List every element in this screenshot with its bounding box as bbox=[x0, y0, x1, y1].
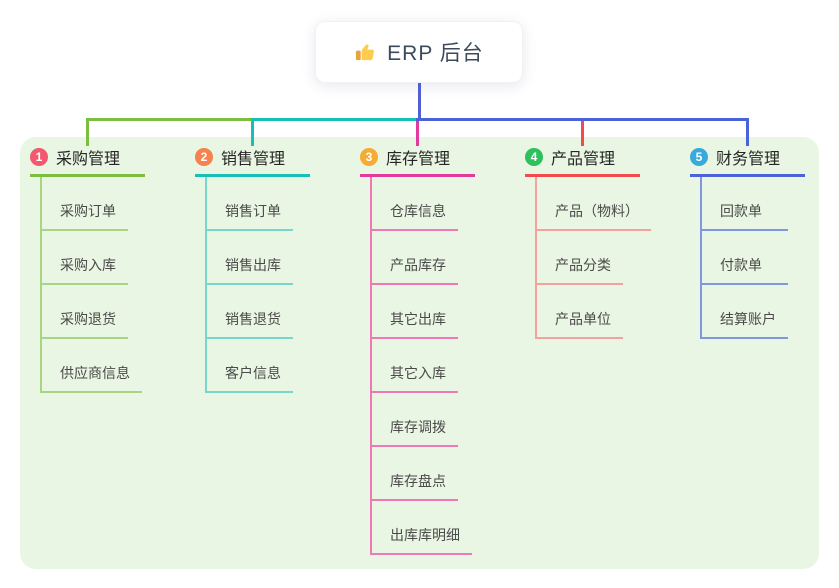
branch-purchase-label: 采购管理 bbox=[56, 151, 121, 168]
child-node-label: 采购退货 bbox=[60, 311, 116, 327]
branch-purchase-header[interactable]: 1 采购管理 bbox=[30, 146, 145, 177]
child-node-label: 库存盘点 bbox=[390, 473, 446, 489]
branch-sales: 2 销售管理 销售订单 销售出库 销售退货 客户信息 bbox=[195, 146, 310, 393]
child-node[interactable]: 其它入库 bbox=[372, 339, 458, 393]
root-node-erp[interactable]: ERP 后台 bbox=[315, 21, 523, 83]
child-node[interactable]: 产品（物料） bbox=[537, 177, 651, 231]
branch-purchase-badge: 1 bbox=[30, 148, 48, 166]
child-node[interactable]: 采购退货 bbox=[42, 285, 128, 339]
branch-purchase: 1 采购管理 采购订单 采购入库 采购退货 供应商信息 bbox=[30, 146, 145, 393]
branch-inventory-children: 仓库信息 产品库存 其它出库 其它入库 库存调拨 库存盘点 出库库明细 bbox=[370, 177, 472, 555]
child-node[interactable]: 结算账户 bbox=[702, 285, 788, 339]
child-node[interactable]: 其它出库 bbox=[372, 285, 458, 339]
branch-purchase-children: 采购订单 采购入库 采购退货 供应商信息 bbox=[40, 177, 142, 393]
child-node-label: 其它入库 bbox=[390, 365, 446, 381]
child-node[interactable]: 采购入库 bbox=[42, 231, 128, 285]
child-node[interactable]: 付款单 bbox=[702, 231, 788, 285]
mindmap-canvas bbox=[20, 137, 819, 569]
child-node[interactable]: 仓库信息 bbox=[372, 177, 458, 231]
branch-inventory: 3 库存管理 仓库信息 产品库存 其它出库 其它入库 库存调拨 库存盘点 出库库… bbox=[360, 146, 475, 555]
child-node-label: 销售退货 bbox=[225, 311, 281, 327]
child-node-label: 付款单 bbox=[720, 257, 762, 273]
connector-horizontal-purchase bbox=[86, 118, 254, 121]
child-node-label: 客户信息 bbox=[225, 365, 281, 381]
child-node-label: 供应商信息 bbox=[60, 365, 130, 381]
child-node-label: 产品分类 bbox=[555, 257, 611, 273]
branch-sales-header[interactable]: 2 销售管理 bbox=[195, 146, 310, 177]
child-node[interactable]: 采购订单 bbox=[42, 177, 128, 231]
child-node[interactable]: 供应商信息 bbox=[42, 339, 142, 393]
branch-sales-children: 销售订单 销售出库 销售退货 客户信息 bbox=[205, 177, 293, 393]
branch-finance-children: 回款单 付款单 结算账户 bbox=[700, 177, 788, 339]
branch-inventory-header[interactable]: 3 库存管理 bbox=[360, 146, 475, 177]
child-node-label: 产品库存 bbox=[390, 257, 446, 273]
branch-finance-header[interactable]: 5 财务管理 bbox=[690, 146, 805, 177]
child-node-label: 采购订单 bbox=[60, 203, 116, 219]
connector-horizontal-sales bbox=[251, 118, 419, 121]
branch-product-badge: 4 bbox=[525, 148, 543, 166]
child-node[interactable]: 回款单 bbox=[702, 177, 788, 231]
branch-finance: 5 财务管理 回款单 付款单 结算账户 bbox=[690, 146, 805, 339]
child-node-label: 仓库信息 bbox=[390, 203, 446, 219]
connector-drop-inventory bbox=[416, 121, 419, 146]
child-node[interactable]: 产品单位 bbox=[537, 285, 623, 339]
branch-product-header[interactable]: 4 产品管理 bbox=[525, 146, 640, 177]
thumbs-up-icon bbox=[354, 41, 377, 64]
child-node[interactable]: 产品分类 bbox=[537, 231, 623, 285]
child-node[interactable]: 销售订单 bbox=[207, 177, 293, 231]
branch-sales-label: 销售管理 bbox=[221, 151, 286, 168]
child-node-label: 采购入库 bbox=[60, 257, 116, 273]
child-node[interactable]: 产品库存 bbox=[372, 231, 458, 285]
child-node-label: 产品（物料） bbox=[555, 203, 639, 219]
connector-drop-sales bbox=[251, 118, 254, 146]
child-node-label: 产品单位 bbox=[555, 311, 611, 327]
branch-finance-badge: 5 bbox=[690, 148, 708, 166]
child-node[interactable]: 库存调拨 bbox=[372, 393, 458, 447]
branch-inventory-label: 库存管理 bbox=[386, 151, 451, 168]
child-node-label: 出库库明细 bbox=[390, 527, 460, 543]
child-node-label: 销售出库 bbox=[225, 257, 281, 273]
child-node-label: 库存调拨 bbox=[390, 419, 446, 435]
child-node-label: 销售订单 bbox=[225, 203, 281, 219]
connector-drop-product bbox=[581, 121, 584, 146]
child-node-label: 结算账户 bbox=[720, 311, 776, 327]
root-node-title: ERP 后台 bbox=[387, 42, 484, 65]
child-node[interactable]: 库存盘点 bbox=[372, 447, 458, 501]
connector-drop-finance bbox=[746, 118, 749, 146]
branch-inventory-badge: 3 bbox=[360, 148, 378, 166]
branch-product-children: 产品（物料） 产品分类 产品单位 bbox=[535, 177, 651, 339]
branch-sales-badge: 2 bbox=[195, 148, 213, 166]
child-node-label: 其它出库 bbox=[390, 311, 446, 327]
child-node[interactable]: 客户信息 bbox=[207, 339, 293, 393]
child-node[interactable]: 销售出库 bbox=[207, 231, 293, 285]
connector-root-drop bbox=[418, 83, 421, 119]
child-node[interactable]: 出库库明细 bbox=[372, 501, 472, 555]
branch-finance-label: 财务管理 bbox=[716, 151, 781, 168]
branch-product: 4 产品管理 产品（物料） 产品分类 产品单位 bbox=[525, 146, 651, 339]
connector-horizontal-finance bbox=[416, 118, 749, 121]
branch-product-label: 产品管理 bbox=[551, 151, 616, 168]
connector-drop-purchase bbox=[86, 118, 89, 146]
child-node[interactable]: 销售退货 bbox=[207, 285, 293, 339]
child-node-label: 回款单 bbox=[720, 203, 762, 219]
